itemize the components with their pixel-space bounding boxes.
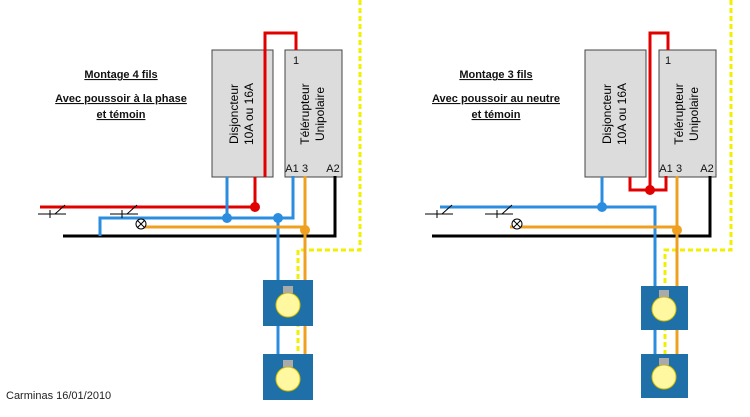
- left-pushbutton-2-icon: [110, 204, 138, 218]
- right-phase-red-2: [650, 176, 668, 192]
- left-breaker-box: [211, 49, 274, 178]
- right-subtitle-line1: Avec poussoir au neutre: [432, 93, 560, 105]
- left-breaker-label-2: 10A ou 16A: [242, 83, 256, 145]
- right-pushbutton-1-icon: [425, 204, 453, 218]
- right-relay-terminal-3: 3: [676, 163, 682, 175]
- right-phase-red: [628, 31, 670, 192]
- left-relay-terminal-a2: A2: [326, 163, 339, 175]
- left-blue-2: [227, 176, 295, 220]
- left-breaker-label-1: Disjoncteur: [227, 84, 241, 144]
- left-indicator-lamp-icon: [135, 218, 147, 230]
- right-relay-terminal-a1: A1: [659, 163, 672, 175]
- right-relay-box: [658, 49, 717, 178]
- left-phase-red: [40, 177, 257, 209]
- left-subtitle-line1: Avec poussoir à la phase: [55, 93, 187, 105]
- right-breaker-label-2: 10A ou 16A: [615, 83, 629, 145]
- right-relay-terminal-a2: A2: [700, 163, 713, 175]
- right-relay-terminal-top: 1: [665, 55, 671, 67]
- left-junction-orange: [300, 225, 310, 235]
- left-relay-label-1: Télérupteur: [298, 83, 312, 144]
- left-title: Montage 4 fils: [84, 69, 157, 81]
- left-relay-terminal-top: 1: [293, 55, 299, 67]
- left-neutral-black: [63, 176, 337, 238]
- right-junction-orange: [672, 225, 682, 235]
- left-relay-terminal-3: 3: [302, 163, 308, 175]
- right-title: Montage 3 fils: [459, 69, 532, 81]
- left-junction-blue-2: [273, 213, 283, 223]
- right-indicator-lamp-icon: [511, 218, 523, 230]
- right-orange-1: [510, 176, 679, 229]
- left-pushbutton-1-icon: [38, 204, 66, 218]
- right-neutral-black: [432, 176, 712, 238]
- right-relay-label-1: Télérupteur: [672, 83, 686, 144]
- right-junction-blue: [597, 202, 607, 212]
- left-lamp-1-icon: [263, 280, 313, 326]
- left-junction-blue-1: [222, 213, 232, 223]
- left-phase-red-loop: [263, 31, 298, 177]
- left-subtitle-line2: et témoin: [97, 109, 146, 121]
- right-subtitle-line2: et témoin: [472, 109, 521, 121]
- right-blue-1: [440, 177, 604, 209]
- left-lamp-2-icon: [263, 354, 313, 400]
- left-junction-red: [250, 202, 260, 212]
- right-pushbutton-2-icon: [485, 204, 513, 218]
- left-blue-1: [98, 177, 229, 236]
- right-junction-red: [645, 185, 655, 195]
- right-breaker-label-1: Disjoncteur: [600, 84, 614, 144]
- left-relay-terminal-a1: A1: [285, 163, 298, 175]
- right-lamp-1-icon: [641, 286, 688, 330]
- right-breaker-box: [584, 49, 647, 178]
- right-diagram: Montage 3 fils Avec poussoir au neutre e…: [425, 0, 733, 398]
- right-lamp-2-icon: [641, 354, 688, 398]
- right-relay-label-2: Unipolaire: [687, 87, 701, 141]
- left-relay-label-2: Unipolaire: [313, 87, 327, 141]
- left-relay-box: [284, 49, 343, 178]
- left-diagram: Montage 4 fils Avec poussoir à la phase …: [38, 0, 362, 400]
- credit-text: Carminas 16/01/2010: [6, 390, 111, 402]
